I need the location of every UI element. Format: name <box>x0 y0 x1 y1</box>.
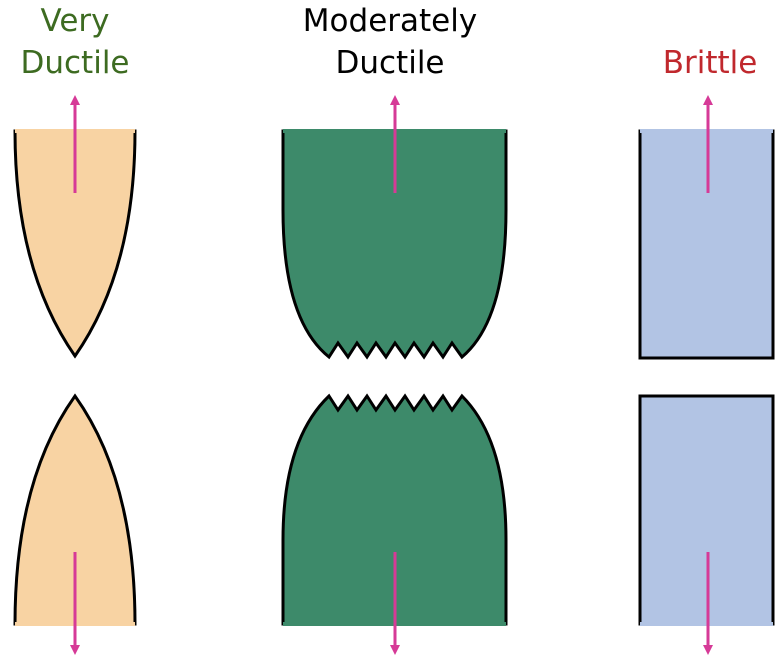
moderately-ductile-label: Moderately Ductile <box>250 0 530 84</box>
tension-arrows <box>70 95 713 655</box>
very-ductile-top-half <box>13 129 137 359</box>
brittle-label-line1: Brittle <box>662 45 758 81</box>
brittle-specimen <box>638 129 775 626</box>
moderately-ductile-label-line1: Moderately <box>302 3 478 39</box>
moderately-ductile-top-half <box>281 129 508 360</box>
very-ductile-label-line1: Very <box>40 3 110 39</box>
moderately-ductile-bottom-half <box>281 393 508 626</box>
brittle-label: Brittle <box>620 42 782 84</box>
very-ductile-label-line2: Ductile <box>20 45 130 81</box>
very-ductile-label: Very Ductile <box>0 0 150 84</box>
very-ductile-specimen <box>13 129 137 626</box>
moderately-ductile-label-line2: Ductile <box>335 45 445 81</box>
moderately-ductile-specimen <box>281 129 508 626</box>
